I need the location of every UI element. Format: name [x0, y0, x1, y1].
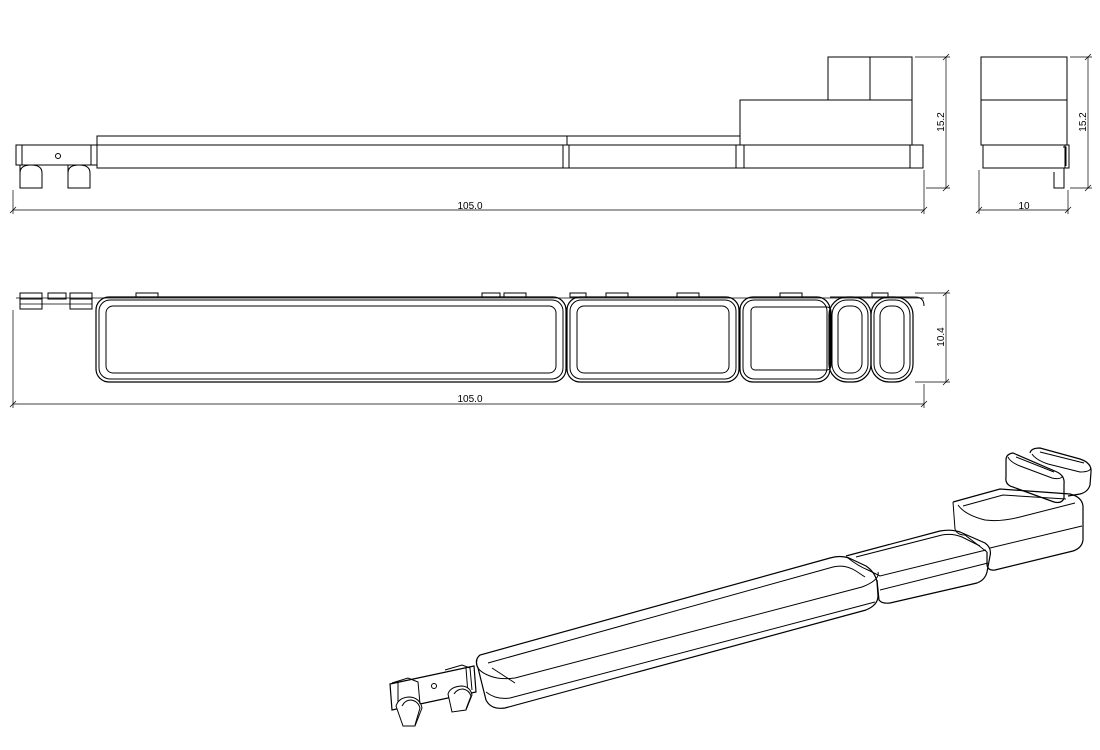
front-length-label: 105.0	[457, 201, 482, 212]
isometric-view	[389, 447, 1092, 727]
top-view: 105.0 10.4	[9, 289, 950, 408]
side-width-label: 10	[1018, 201, 1030, 212]
top-length-label: 105.0	[457, 394, 482, 405]
front-height-label: 15.2	[936, 112, 947, 132]
top-depth-label: 10.4	[936, 327, 947, 347]
side-view: 10 15.2	[975, 53, 1092, 214]
front-view: 105.0 15.2	[9, 53, 950, 214]
side-height-label: 15.2	[1078, 112, 1089, 132]
